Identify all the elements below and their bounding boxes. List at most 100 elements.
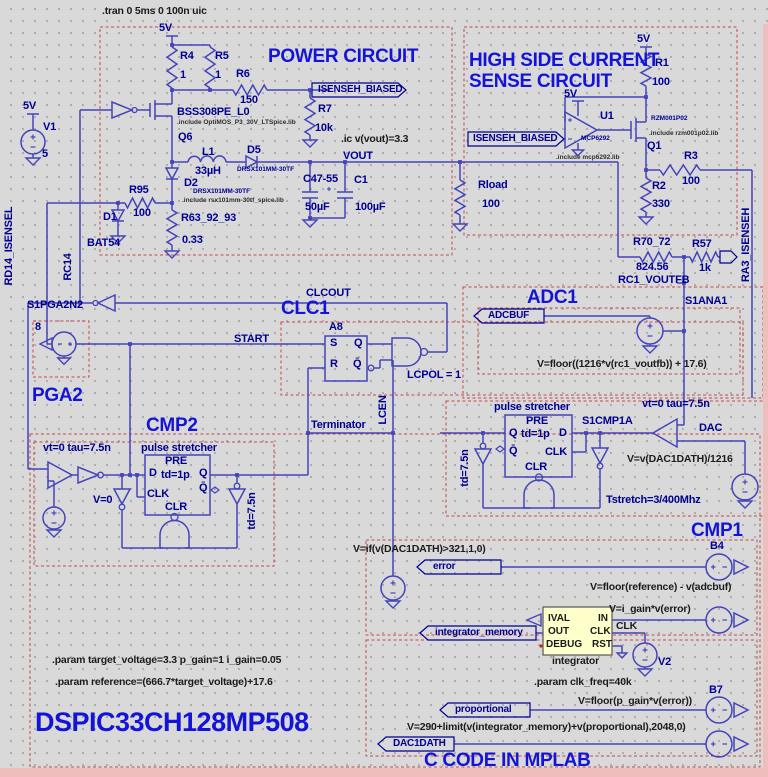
label-cmp2-clr[interactable]: CLR [165,501,188,513]
label-power-v1_val[interactable]: 5 [42,148,48,160]
label-cmp1-vigain[interactable]: V=i_gain*v(error) [609,603,691,615]
label-power-c47_val[interactable]: 50µF [305,201,330,213]
label-pga-s1[interactable]: S1PGA2N2 [27,299,83,311]
label-integ-clk_net[interactable]: CLK [616,620,637,632]
label-high_side-q1_inc[interactable]: .include rzm001p02.lib [649,130,719,137]
label-sections-high_side_1[interactable]: HIGH SIDE CURRENT [469,50,660,71]
label-cmp2-pre[interactable]: PRE [165,455,188,467]
label-power-r6[interactable]: R6 [236,68,250,80]
label-ps2-d[interactable]: D [559,427,567,439]
label-ps2-td75[interactable]: td=7.5n [459,449,472,487]
label-directives-param_reference[interactable]: .param reference=(666.7*target_voltage)+… [55,676,273,688]
label-cmp2-d[interactable]: D [149,467,157,479]
label-feedback-r70[interactable]: R70_72 [633,236,671,248]
label-clc-lcen[interactable]: LCEN [377,395,390,425]
label-power-rload[interactable]: Rload [478,179,508,191]
label-ps2-ps[interactable]: pulse stretcher [494,401,570,413]
label-clc-a8[interactable]: A8 [329,321,343,333]
label-high_side-r1[interactable]: R1 [655,57,669,69]
label-high_side-r1_val[interactable]: 100 [652,76,670,88]
label-power-c1[interactable]: C1 [354,174,368,186]
label-high_side-flag_isenseh[interactable]: ISENSEH_BIASED [473,133,558,144]
label-clc-r[interactable]: R [330,358,338,370]
label-integ-in[interactable]: IN [598,613,608,624]
label-cmp1-vif[interactable]: V=if(v(DAC1DATH)>321,1,0) [353,543,486,555]
label-power-rc14[interactable]: RC14 [62,253,75,281]
label-high_side-u1_model[interactable]: MCP6292 [581,135,610,142]
label-power-rload_val[interactable]: 100 [482,198,500,210]
label-high_side-q1_model[interactable]: RZM001P02 [651,115,688,122]
label-sections-ccode[interactable]: C CODE IN MPLAB [424,750,591,771]
label-high_side-r2[interactable]: R2 [652,180,666,192]
label-power-d1_model[interactable]: BAT54 [87,237,121,249]
label-integ-v2[interactable]: V2 [658,656,672,668]
label-adc-s1ana1[interactable]: S1ANA1 [685,295,728,307]
label-power-rd14[interactable]: RD14_ISENSEL [3,206,16,286]
label-power-d5[interactable]: D5 [247,144,261,156]
label-pga-n8[interactable]: 8 [35,321,41,333]
label-power-d2_inc[interactable]: .include rsx101mm-30tf_spice.lib [182,197,284,204]
label-sections-clc1[interactable]: CLC1 [281,298,330,319]
label-directives-tran[interactable]: .tran 0 5ms 0 100n uic [102,5,207,17]
label-cmp1-b7[interactable]: B7 [709,684,723,696]
label-integ-name[interactable]: integrator [552,655,600,667]
label-sections-mcu[interactable]: DSPIC33CH128MP508 [35,707,309,737]
label-ps2-clk[interactable]: CLK [545,446,568,458]
label-feedback-r70_val[interactable]: 824.56 [636,261,669,273]
label-cmp1-b4[interactable]: B4 [710,540,724,552]
label-cmp2-ps[interactable]: pulse stretcher [141,442,217,454]
label-power-d2_model[interactable]: DRSX101MM-30TF [193,188,251,195]
label-power-d2[interactable]: D2 [184,177,198,189]
label-cmp2-q[interactable]: Q [199,467,208,479]
label-power-r7[interactable]: R7 [318,103,332,115]
label-sections-cmp2[interactable]: CMP2 [146,415,198,436]
label-adc-v[interactable]: V=floor((1216*v(rc1_voutfb)) + 17.6) [537,358,707,370]
label-cmp1-vref[interactable]: V=floor(reference) - v(adcbuf) [590,581,732,593]
label-feedback-r57_val[interactable]: 1k [699,262,711,274]
label-power-q6_model[interactable]: BSS308PE_L0 [177,106,250,118]
label-power-r63[interactable]: R63_92_93 [181,212,237,224]
label-ps2-pre[interactable]: PRE [526,415,549,427]
label-adc-flag_adcbuf[interactable]: ADCBUF [488,310,530,321]
label-ps2-vt[interactable]: vt=0 tau=7.5n [642,398,710,410]
label-high_side-r1_5v[interactable]: 5V [637,33,651,45]
label-power-l1_val[interactable]: 33µH [195,165,221,177]
label-power-q6[interactable]: Q6 [178,131,193,143]
label-clc-lcpol[interactable]: LCPOL = 1 [407,369,461,381]
label-directives-param_target[interactable]: .param target_voltage=3.3 p_gain=1 i_gai… [52,654,282,666]
label-ps2-s1cmp1a[interactable]: S1CMP1A [582,415,633,427]
label-power-c47[interactable]: C47-55 [303,173,338,185]
label-power-r63_val[interactable]: 0.33 [182,234,203,246]
label-power-r95[interactable]: R95 [129,184,149,196]
label-cmp2-td1p[interactable]: td=1p [161,469,190,481]
label-cmp1-vpgain[interactable]: V=floor(p_gain*v(error)) [578,695,692,707]
label-high_side-r3[interactable]: R3 [684,150,698,162]
label-clc-s[interactable]: S [330,337,338,349]
label-feedback-rc1[interactable]: RC1_VOUTFB [618,274,690,286]
label-ps2-dacv[interactable]: V=v(DAC1DATH)/1216 [627,453,733,465]
label-clc-q[interactable]: Q [354,337,363,349]
label-clc-start[interactable]: START [234,333,269,345]
label-clc-qb[interactable]: Q̄ [353,358,362,370]
label-ps2-q[interactable]: Q [509,427,518,439]
label-power-d1[interactable]: D1 [103,211,117,223]
label-cmp1-flag_prop[interactable]: proportional [455,704,512,715]
label-clc-terminator[interactable]: Terminator [311,419,366,431]
label-cmp2-td75[interactable]: td=7.5n [246,492,259,530]
label-power-flag_isenseh[interactable]: ISENSEH_BIASED [318,84,403,95]
label-cmp2-v0[interactable]: V=0 [93,494,113,506]
label-cmp2-clk[interactable]: CLK [147,488,170,500]
label-ps2-clr[interactable]: CLR [525,461,548,473]
label-sections-cmp1[interactable]: CMP1 [691,520,743,541]
label-power-c1_val[interactable]: 100µF [355,201,386,213]
label-high_side-r2_val[interactable]: 330 [652,198,670,210]
label-power-r6_val[interactable]: 150 [240,94,258,106]
label-ps2-tstretch[interactable]: Tstretch=3/400Mhz [606,494,701,506]
label-sections-pga2[interactable]: PGA2 [32,385,83,406]
label-power-vout[interactable]: VOUT [343,150,373,162]
label-high_side-u1_inc[interactable]: .include mcp6292.lib [556,154,620,161]
label-power-v5a[interactable]: 5V [159,22,173,34]
label-high_side-op_5v[interactable]: 5V [564,88,578,100]
label-high_side-ra3[interactable]: RA3_ISENSEH [740,207,753,283]
label-integ-ival[interactable]: IVAL [548,613,571,624]
